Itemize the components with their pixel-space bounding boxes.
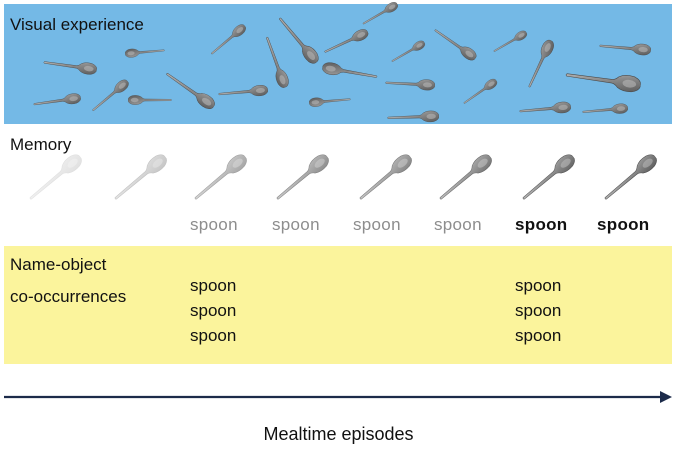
- spoon-icon: [32, 92, 82, 110]
- cooccurrence-word: spoon: [515, 301, 562, 320]
- visual-experience-label: Visual experience: [10, 15, 144, 34]
- spoon-icon: [431, 25, 479, 63]
- spoon-icon: [322, 27, 371, 57]
- spoon-icon: [461, 76, 500, 107]
- spoon-icon: [217, 84, 269, 100]
- spoon-icon: [598, 40, 652, 57]
- spoon-icon: [89, 77, 131, 115]
- name-object-band: [4, 246, 672, 364]
- spoon-icon: [387, 110, 440, 124]
- spoon-icon: [435, 151, 496, 205]
- memory-word: spoon: [434, 215, 482, 234]
- spoon-icon: [128, 95, 172, 105]
- timeline-arrowhead: [660, 391, 672, 403]
- spoon-icon: [389, 38, 427, 65]
- spoon-icon: [25, 151, 86, 205]
- spoon-icon: [518, 151, 579, 205]
- spoon-icon: [518, 100, 572, 117]
- name-object-label-line1: Name-object: [10, 255, 107, 274]
- memory-word: spoon: [353, 215, 401, 234]
- spoon-icon: [581, 102, 629, 118]
- spoon-icon: [600, 151, 661, 205]
- spoon-icon: [355, 151, 416, 205]
- spoon-icon: [564, 66, 642, 94]
- spoon-icon: [321, 61, 379, 83]
- spoon-icon: [308, 94, 352, 108]
- name-object-label-line2: co-occurrences: [10, 287, 127, 306]
- spoon-icon: [272, 151, 333, 205]
- spoon-icon: [491, 28, 529, 55]
- memory-spoons-group: [25, 151, 661, 205]
- memory-label: Memory: [10, 135, 72, 154]
- spoon-icon: [190, 151, 251, 205]
- spoon-icon: [385, 77, 436, 91]
- spoon-icon: [523, 37, 557, 90]
- cooccurrence-word: spoon: [515, 276, 562, 295]
- spoon-icon: [261, 34, 291, 90]
- spoon-icon: [162, 68, 218, 112]
- memory-word: spoon: [515, 215, 568, 234]
- spoon-icon: [208, 22, 249, 58]
- cooccurrence-word: spoon: [190, 326, 237, 345]
- memory-word: spoon: [597, 215, 650, 234]
- spoon-icon: [360, 0, 400, 28]
- memory-word: spoon: [272, 215, 320, 234]
- spoon-icon: [274, 13, 322, 67]
- timeline-axis-label: Mealtime episodes: [263, 424, 414, 444]
- cooccurrence-word: spoon: [190, 276, 237, 295]
- spoon-icon: [124, 45, 166, 59]
- cooccurrence-word: spoon: [515, 326, 562, 345]
- spoon-icon: [42, 56, 98, 76]
- cooccurrence-word: spoon: [190, 301, 237, 320]
- spoon-icon: [110, 151, 171, 205]
- memory-word: spoon: [190, 215, 238, 234]
- visual-spoons-group: [32, 0, 652, 124]
